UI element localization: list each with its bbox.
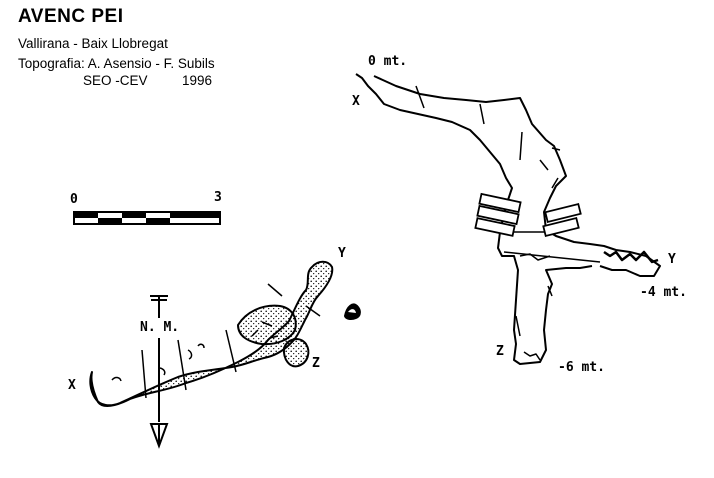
plan-upper-lobe (237, 304, 297, 346)
topography-credit: Topografia: A. Asensio - F. Subils (18, 56, 215, 71)
location-text: Vallirana - Baix Llobregat (18, 36, 168, 51)
scale-start-label: 0 (70, 192, 78, 207)
plan-view (89, 260, 361, 407)
plan-y-label: Y (338, 246, 346, 261)
section-outline-right (373, 75, 661, 277)
survey-title: AVENC PEI (18, 6, 124, 27)
plan-z-chamber (282, 338, 310, 368)
north-arrow (149, 295, 169, 449)
depth-mid-label: -4 mt. (640, 285, 687, 300)
scale-bar (73, 211, 221, 225)
section-z-label: Z (496, 344, 504, 359)
north-label: N. M. (140, 320, 180, 335)
scale-end-label: 3 (214, 190, 222, 205)
organization-text: SEO -CEV (83, 73, 148, 88)
plan-z-label: Z (312, 356, 320, 371)
depth-bottom-label: -6 mt. (558, 360, 605, 375)
plan-x-label: X (68, 378, 76, 393)
elevation-section (355, 73, 661, 365)
year-text: 1996 (182, 73, 213, 88)
section-y-label: Y (668, 252, 676, 267)
section-outline-left (355, 73, 593, 365)
depth-top-label: 0 mt. (368, 54, 408, 69)
section-x-label: X (352, 94, 360, 109)
rock-blocks (474, 192, 582, 238)
plan-main-passage (89, 260, 334, 407)
